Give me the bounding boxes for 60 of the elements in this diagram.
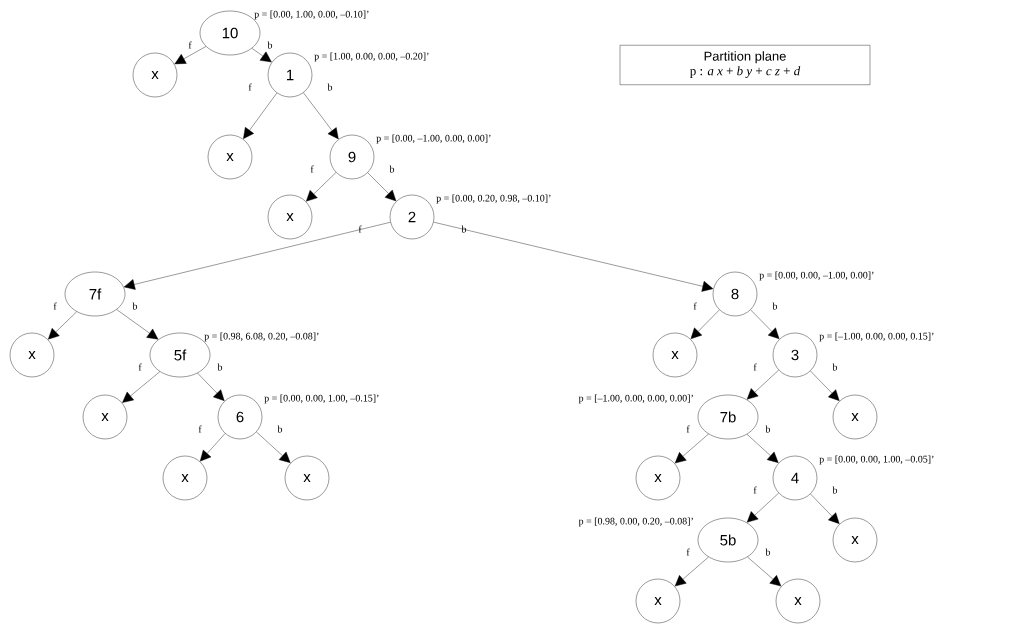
edge-label: f [53,302,57,310]
plane-equation: p = [0.00, 0.20, 0.98, –0.10]’ [436,194,551,204]
edge-label: f [753,486,757,494]
arrow [433,221,714,292]
plane-equation: p = [–1.00, 0.00, 0.00, 0.15]’ [819,332,934,342]
edge-label: b [772,302,778,310]
arrow [251,48,272,63]
arrow [306,172,337,202]
edge-label: b [327,83,333,91]
plane-equation: p = [1.00, 0.00, 0.00, –0.20]’ [314,52,429,62]
edge-label: f [686,425,690,433]
arrow [746,369,779,400]
edge-label: f [138,363,142,371]
arrow [810,493,840,524]
edge-label: f [188,41,192,49]
arrow [123,222,391,290]
arrow [116,309,159,340]
edge-label: b [389,165,395,173]
edge-label: b [277,425,283,433]
arrow [746,492,779,523]
edge-label: b [832,486,838,494]
arrow [750,309,780,340]
arrow [122,371,161,403]
arrow [256,431,291,463]
plane-equation: p = [0.00, 0.00, –1.00, 0.00]’ [759,271,874,281]
arrow [674,556,709,587]
edge-label: b [267,41,273,49]
plane-equation: p = [0.98, 0.00, 0.20, –0.08]’ [578,517,693,527]
edge-label: f [358,225,362,233]
arrow [303,92,339,140]
arrow [367,172,397,202]
arrow [48,311,77,340]
edge-label: f [753,363,757,371]
arrow [197,372,225,401]
plane-equation: p = [0.98, 6.08, 0.20, –0.08]’ [204,332,319,342]
edge-label: f [686,548,690,556]
edge-label: f [310,165,314,173]
arrow [674,433,709,464]
edge-label: f [198,425,202,433]
arrow [690,309,720,340]
arrow [174,46,207,65]
edge-label: b [765,425,771,433]
arrow [746,434,779,463]
edge-label: b [832,363,838,371]
edge-label: b [217,363,223,371]
plane-equation: p = [–1.00, 0.00, 0.00, 0.00]’ [578,394,693,404]
arrow [199,433,226,462]
arrow [810,370,840,401]
plane-equation: p = [0.00, 0.00, 1.00, –0.15]’ [264,394,379,404]
arrow [747,556,782,587]
plane-equation: p = [0.00, –1.00, 0.00, 0.00]’ [376,134,491,144]
plane-equation: p = [0.00, 1.00, 0.00, –0.10]’ [254,10,369,20]
arrow [243,92,278,139]
edge-label: b [765,548,771,556]
plane-equation: p = [0.00, 0.00, 1.00, –0.05]’ [819,455,934,465]
edge-label: b [461,225,467,233]
edge-label: f [248,83,252,91]
edge-label: f [693,302,697,310]
edge-label: b [132,302,138,310]
legend-box: Partition plane p : a x + b y + c z + d [619,45,871,85]
